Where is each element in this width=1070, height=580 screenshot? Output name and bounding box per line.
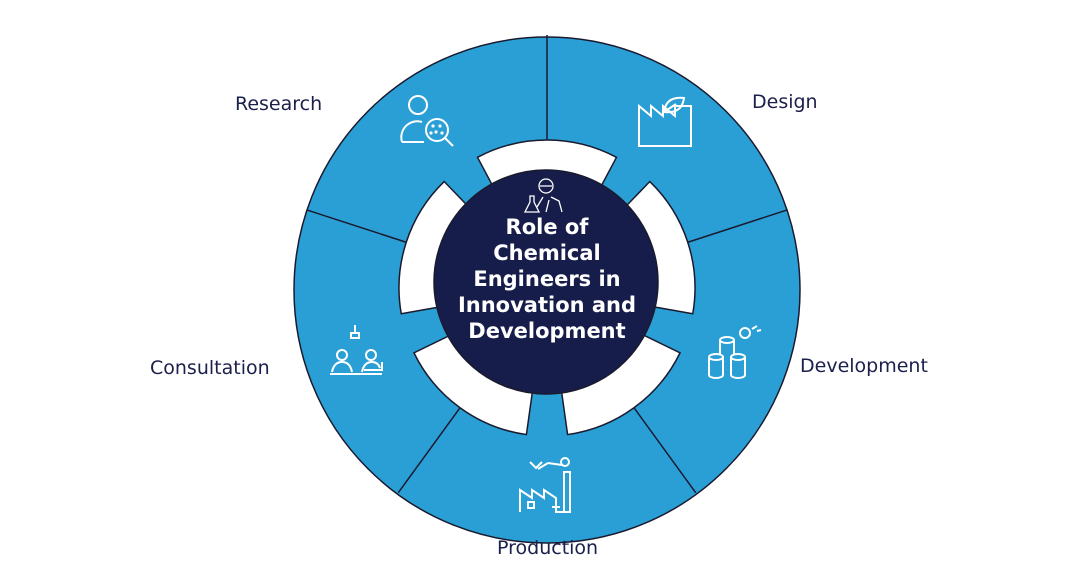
title-line: Innovation and <box>457 293 637 317</box>
meeting-people-icon <box>330 325 383 375</box>
segment-divider <box>628 400 697 494</box>
engineer-flask-icon <box>523 178 563 213</box>
label-production: Production <box>497 537 599 559</box>
label-consultation: Consultation <box>150 357 270 379</box>
researcher-magnifier-icon <box>400 95 454 147</box>
title-line: Chemical <box>493 241 601 265</box>
factory-leaf-icon <box>638 96 692 147</box>
robot-arm-factory-icon <box>519 457 571 513</box>
center-circle <box>433 169 659 395</box>
cylinders-molecule-icon <box>708 325 762 379</box>
label-research: Research <box>235 93 323 115</box>
center-title: Role of Chemical Engineers in Innovation… <box>434 214 660 344</box>
segment-divider <box>397 400 466 494</box>
segment-divider <box>306 209 415 246</box>
title-line: Engineers in <box>473 267 621 291</box>
label-development: Development <box>800 355 928 377</box>
title-line: Development <box>468 319 626 343</box>
segment-divider <box>679 209 788 246</box>
title-line: Role of <box>505 215 589 239</box>
label-design: Design <box>752 91 818 113</box>
